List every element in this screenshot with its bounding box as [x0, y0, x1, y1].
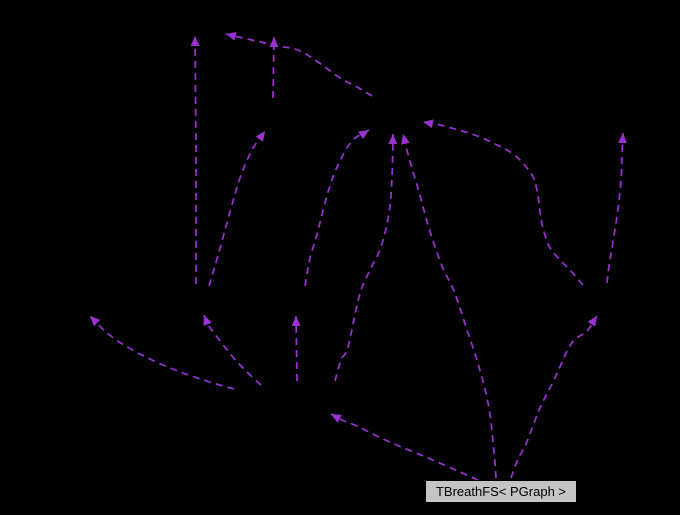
edge-row2right-to-row1-right	[606, 132, 627, 284]
edge-row3-to-row2left-curve	[203, 314, 262, 386]
edge-row1b-to-top2-vertical	[269, 36, 279, 99]
edge-row1top-to-top1	[225, 31, 373, 97]
edge-row3-to-row2left-vertical	[291, 315, 301, 382]
edge-main-to-row2-right	[510, 315, 598, 479]
edge-row3-to-row1-top	[334, 133, 398, 382]
edge-row2right-to-row1-top	[422, 119, 584, 286]
edge-row3-to-row2-far-left	[89, 315, 235, 390]
edge-main-to-row3	[330, 413, 479, 481]
edge-row2left-to-topleft-vertical	[190, 35, 200, 285]
edge-row2left-to-row1-top	[304, 129, 370, 287]
node-tbreathfs-pgraph-label: TBreathFS< PGraph >	[435, 484, 567, 499]
edge-row2left-to-row1-b	[208, 130, 266, 287]
edge-main-to-row1-top	[401, 133, 497, 479]
node-tbreathfs-pgraph: TBreathFS< PGraph >	[425, 480, 577, 503]
